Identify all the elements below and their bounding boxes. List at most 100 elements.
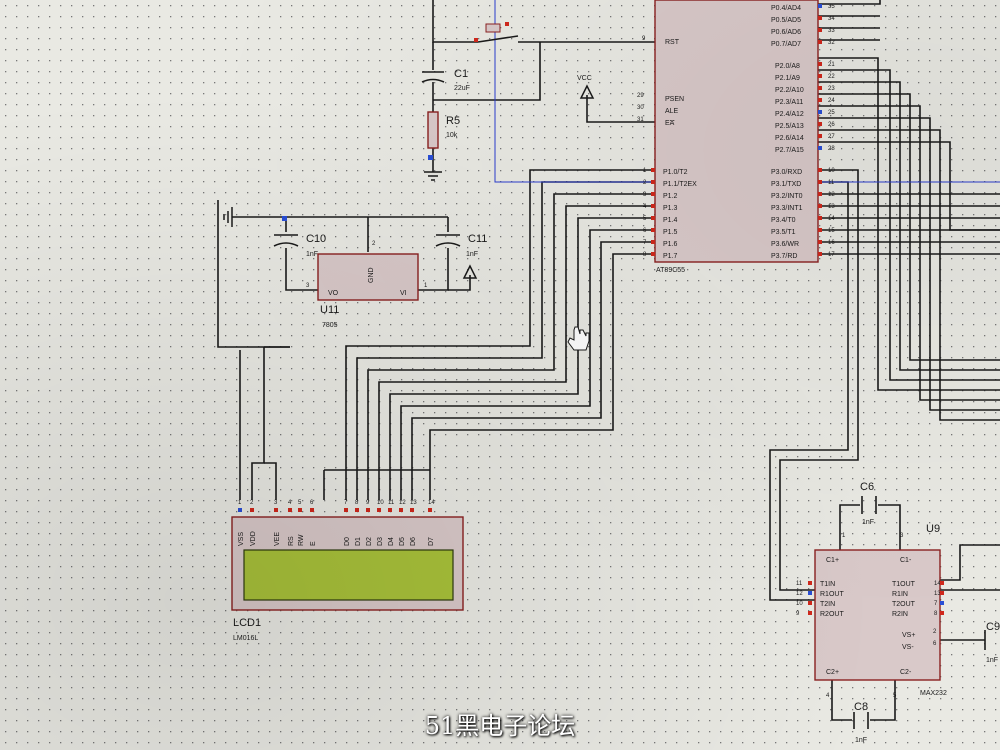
- c9-value: 1nF: [986, 657, 998, 664]
- ground-symbol-r5: [424, 171, 442, 181]
- capacitor-c1[interactable]: C1 22uF: [421, 68, 470, 92]
- r5-ref: R5: [446, 115, 460, 127]
- mcu-p2-pin-number: 28: [828, 146, 835, 152]
- u9-c1m-label: C1-: [900, 557, 912, 564]
- max232-u9[interactable]: C1+ C1- C2+ C2- 1 3 4 5 T1IN11R1OUT12T2I…: [796, 523, 947, 699]
- u9-right-pin-number: 8: [934, 611, 938, 617]
- mcu-p1-pin-number: 1: [643, 168, 647, 174]
- mcu-p3-pin-marker: [818, 216, 822, 220]
- mcu-p0-pin-marker: [818, 4, 822, 8]
- u11-ref: U11: [320, 304, 339, 316]
- lcd-pin-marker: [250, 508, 254, 512]
- capacitor-c10[interactable]: C10 1nF: [273, 216, 326, 258]
- lcd-pin-number: 9: [366, 500, 370, 506]
- mcu-p1-pin-name: P1.7: [663, 253, 678, 260]
- resistor-r5[interactable]: R5 10k: [427, 111, 460, 160]
- mcu-p0-pin-marker: [818, 28, 822, 32]
- mcu-p0-pin-name: P0.4/AD4: [771, 5, 801, 12]
- u11-vi-label: VI: [400, 290, 407, 297]
- mcu-p0-pin-name: P0.6/AD6: [771, 29, 801, 36]
- capacitor-c9[interactable]: C9 1nF: [984, 621, 1000, 664]
- mcu-at89c55[interactable]: RST 9 PSEN ALE EA 29 30 31 P1.0/T21P1.1/…: [637, 0, 835, 274]
- mcu-p1-pin-marker: [651, 240, 655, 244]
- c11-ref: C11: [468, 233, 487, 245]
- lcd-pin-name: VEE: [274, 532, 281, 546]
- lcd-pin-labels: VSS1VDD2VEE3RS4RW5E6D07D18D29D310D411D51…: [238, 500, 435, 546]
- mcu-p3-pin-number: 10: [828, 168, 835, 174]
- mcu-p3-pin-name: P3.2/INT0: [771, 193, 803, 200]
- mcu-p2-pin-number: 22: [828, 74, 835, 80]
- u9-right-pin-name: T1OUT: [892, 581, 916, 588]
- mcu-p1-pins: P1.0/T21P1.1/T2EX2P1.23P1.34P1.45P1.56P1…: [643, 168, 697, 260]
- mcu-p2-pin-name: P2.6/A14: [775, 135, 804, 142]
- mcu-p0-pin-number: 34: [828, 16, 835, 22]
- mcu-p3-pin-number: 12: [828, 192, 835, 198]
- lcd-pin-marker: [399, 508, 403, 512]
- reset-button-symbol[interactable]: [474, 22, 519, 43]
- u9-right-pin-name: R1IN: [892, 591, 908, 598]
- mcu-p1-pin-name: P1.6: [663, 241, 678, 248]
- mcu-p1-pin-name: P1.5: [663, 229, 678, 236]
- lcd-pin-name: D1: [355, 537, 362, 546]
- mcu-p1-pin-marker: [651, 216, 655, 220]
- lcd-pin-marker: [377, 508, 381, 512]
- mcu-p0-pin-marker: [818, 16, 822, 20]
- u9-right-pin-name: T2OUT: [892, 601, 916, 608]
- mcu-p3-pin-marker: [818, 180, 822, 184]
- lcd-pin-marker: [274, 508, 278, 512]
- mcu-p1-pin-number: 4: [643, 204, 647, 210]
- lcd-pin-number: 8: [355, 500, 359, 506]
- lcd-pin-name: D5: [399, 537, 406, 546]
- regulator-u11[interactable]: VO VI GND 3 1 2 U11 7805: [306, 241, 428, 329]
- u9-left-pin-number: 12: [796, 591, 803, 597]
- capacitor-c11[interactable]: C11 1nF: [435, 233, 487, 258]
- mcu-p1-pin-name: P1.2: [663, 193, 678, 200]
- capacitor-c8[interactable]: C8 1nF: [853, 701, 869, 744]
- ground-symbol-left: [223, 207, 233, 227]
- lcd-ref: LCD1: [233, 617, 261, 629]
- lcd-screen: [243, 549, 454, 601]
- lcd-lm016l[interactable]: VSS1VDD2VEE3RS4RW5E6D07D18D29D310D411D51…: [231, 500, 464, 642]
- blue-bus-lines: [494, 0, 1000, 183]
- u9-right-pin-marker: [940, 591, 944, 595]
- mcu-p1-pin-marker: [651, 192, 655, 196]
- mcu-p3-pin-number: 11: [828, 180, 835, 186]
- mcu-rst-label: RST: [665, 39, 680, 46]
- lcd-pin-name: E: [310, 541, 317, 546]
- mcu-p2-pin-number: 21: [828, 62, 835, 68]
- c1-ref: C1: [454, 68, 468, 80]
- lcd-pin-marker: [366, 508, 370, 512]
- lcd-pin-marker: [238, 508, 242, 512]
- u11-part: 7805: [322, 322, 338, 329]
- u9-right-pin-marker: [940, 601, 944, 605]
- c11-value: 1nF: [466, 251, 478, 258]
- lcd-pin-marker: [288, 508, 292, 512]
- c9-ref: C9: [986, 621, 1000, 633]
- mcu-p3-pin-number: 16: [828, 240, 835, 246]
- vcc-label: VCC: [577, 75, 592, 82]
- lcd-pin-number: 12: [399, 500, 406, 506]
- mcu-p2-pin-marker: [818, 86, 822, 90]
- mcu-ale-pin: 30: [637, 105, 644, 111]
- mcu-p1-pin-marker: [651, 252, 655, 256]
- lcd-pin-number: 5: [298, 500, 302, 506]
- mcu-p3-pin-number: 17: [828, 252, 835, 258]
- mcu-p3-pin-marker: [818, 204, 822, 208]
- u9-c1p-pin: 1: [842, 533, 846, 539]
- mcu-ea-label: EA: [665, 120, 675, 127]
- mcu-p0-pin-number: 32: [828, 40, 835, 46]
- u11-gnd-pin: 2: [372, 241, 376, 247]
- lcd-pin-number: 11: [388, 500, 395, 506]
- lcd-pin-name: VSS: [238, 532, 245, 546]
- u11-vo-pin: 3: [306, 283, 310, 289]
- mcu-p3-pin-name: P3.5/T1: [771, 229, 796, 236]
- mcu-p3-pin-marker: [818, 192, 822, 196]
- lcd-pin-number: 1: [238, 500, 242, 506]
- mcu-p3-pin-number: 14: [828, 216, 835, 222]
- mcu-p0-pin-marker: [818, 40, 822, 44]
- u9-left-pin-number: 11: [796, 581, 803, 587]
- capacitor-c6[interactable]: C6 1nF: [860, 481, 877, 526]
- mcu-p2-pin-marker: [818, 62, 822, 66]
